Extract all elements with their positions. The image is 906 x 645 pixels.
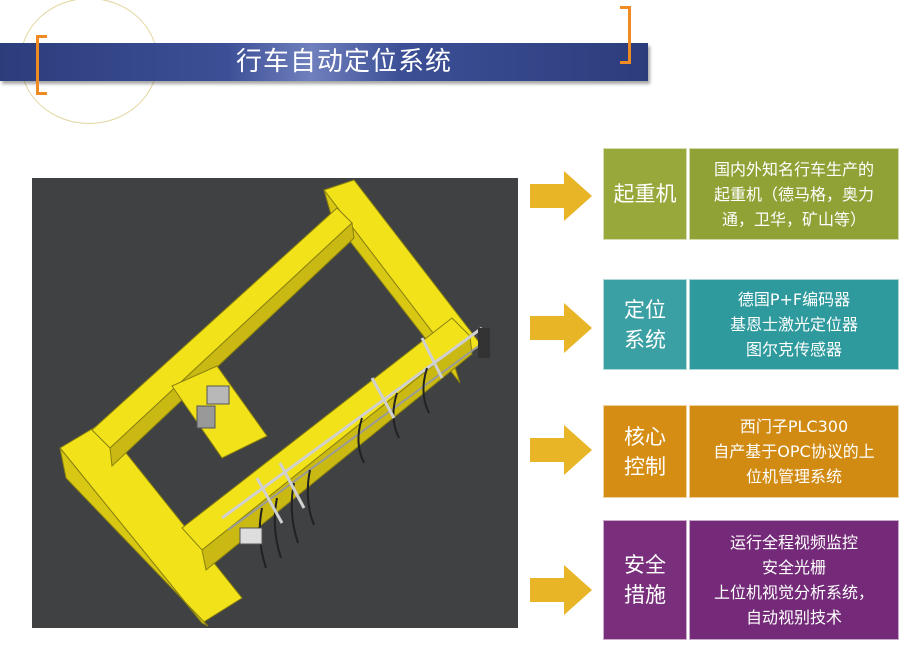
row-description: 西门子PLC300 自产基于OPC协议的上位机管理系统 <box>689 405 899 498</box>
description-line: 安全光栅 <box>761 558 826 577</box>
description-line: 德国P+F编码器 <box>737 290 851 309</box>
description-line: 自动视别技术 <box>745 608 842 627</box>
arrow-right-icon <box>530 303 592 353</box>
crane-image <box>32 178 518 628</box>
description-line: 自产基于OPC协议的上 <box>713 442 875 461</box>
arrow-right-icon <box>530 565 592 615</box>
row-description: 德国P+F编码器基恩士激光定位器图尔克传感器 <box>689 279 899 370</box>
description-line: 基恩士激光定位器 <box>729 315 858 334</box>
title-bar <box>0 43 648 81</box>
description-line: 位机管理系统 <box>745 467 842 486</box>
description-line: 起重机（德马格，奥力 <box>713 184 874 204</box>
label-line: 系统 <box>624 327 666 352</box>
page-title: 行车自动定位系统 <box>235 47 452 77</box>
row-crane: 起重机 国内外知名行车生产的起重机（德马格，奥力通，卫华，矿山等） <box>603 148 899 240</box>
crane-illustration <box>59 179 490 627</box>
row-control: 核心控制 西门子PLC300 自产基于OPC协议的上位机管理系统 <box>603 405 899 498</box>
right-bracket <box>620 6 631 64</box>
row-description: 国内外知名行车生产的起重机（德马格，奥力通，卫华，矿山等） <box>689 148 899 240</box>
label-line: 核心 <box>624 424 666 449</box>
description-line: 国内外知名行车生产的 <box>713 159 874 179</box>
arrow-right-icon <box>530 425 592 475</box>
label-line: 定位 <box>624 297 666 322</box>
row-safety: 安全措施 运行全程视频监控安全光栅上位机视觉分析系统， 自动视别技术 <box>603 520 899 640</box>
label-line: 措施 <box>624 583 666 607</box>
description-line: 图尔克传感器 <box>745 340 842 359</box>
arrow-right-icon <box>530 171 592 221</box>
row-positioning: 定位系统 德国P+F编码器基恩士激光定位器图尔克传感器 <box>603 279 899 370</box>
row-label: 定位系统 <box>603 279 687 370</box>
left-bracket <box>36 35 47 95</box>
row-description: 运行全程视频监控安全光栅上位机视觉分析系统， 自动视别技术 <box>689 520 899 640</box>
label-line: 安全 <box>624 553 666 577</box>
row-label: 安全措施 <box>603 520 687 640</box>
row-label: 核心控制 <box>603 405 687 498</box>
description-line: 运行全程视频监控 <box>729 533 858 552</box>
description-line: 通，卫华，矿山等） <box>721 209 866 229</box>
description-line: 上位机视觉分析系统， <box>713 583 874 602</box>
label-line: 控制 <box>624 454 666 479</box>
description-line: 西门子PLC300 <box>739 417 849 436</box>
row-label: 起重机 <box>603 148 687 240</box>
